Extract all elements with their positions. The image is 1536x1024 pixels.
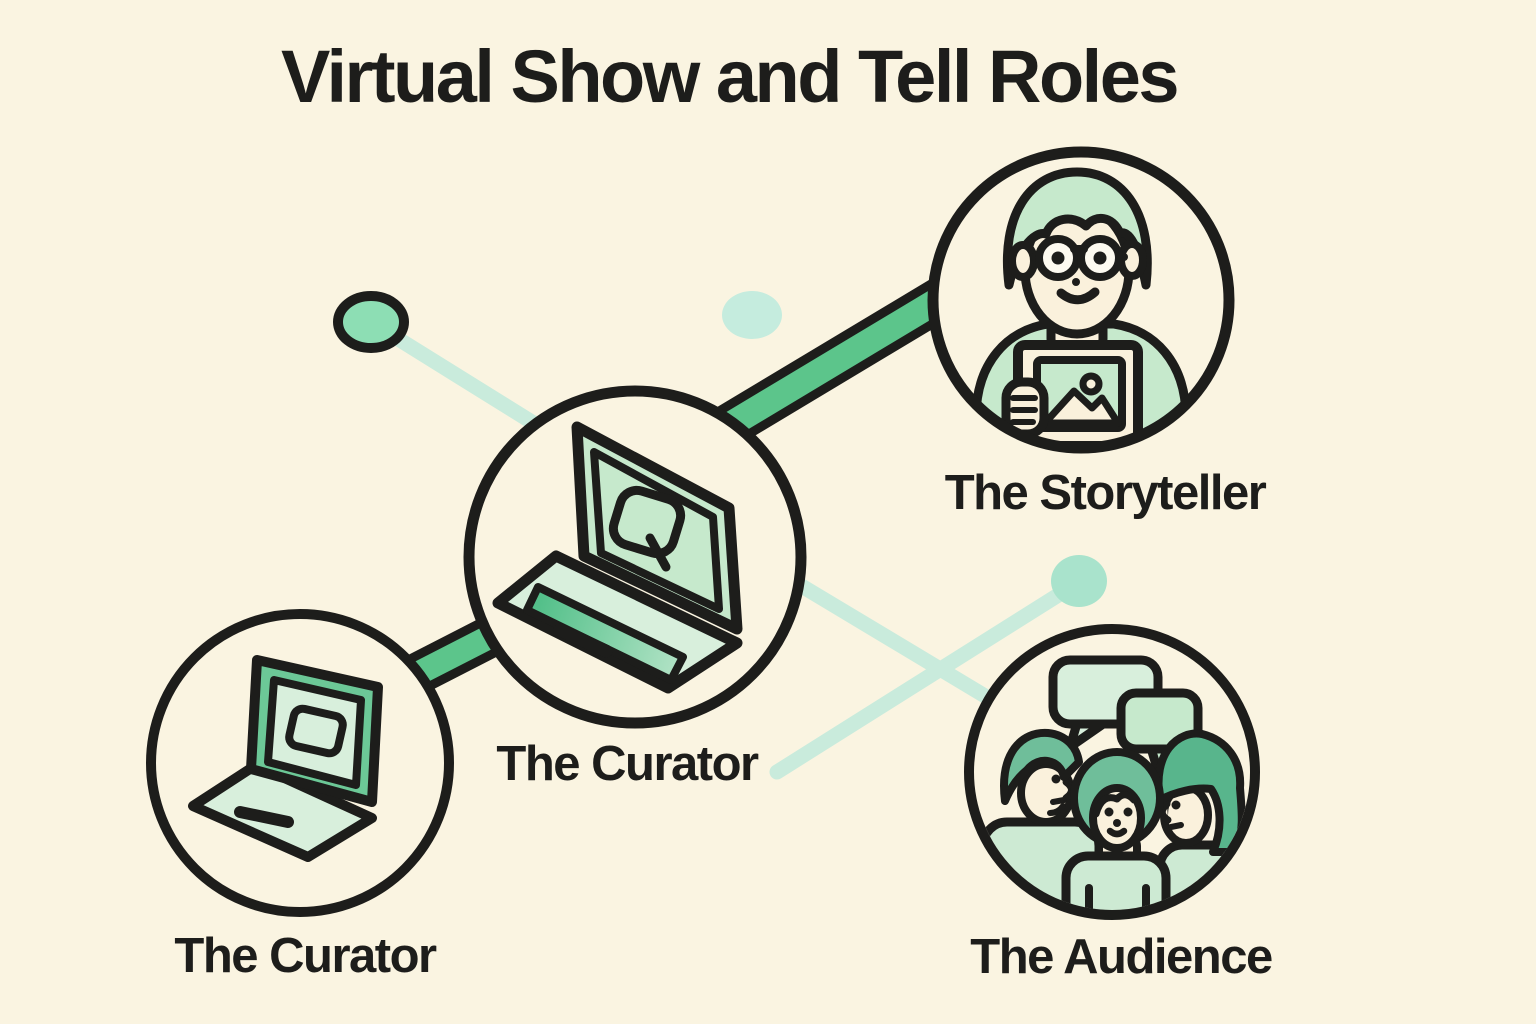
laptop2-screen-window bbox=[285, 704, 347, 758]
curator-secondary-circle-ring bbox=[146, 609, 454, 917]
audience-node bbox=[964, 624, 1260, 920]
person-holding-picture-icon bbox=[971, 167, 1191, 443]
laptop-keyboard bbox=[523, 583, 687, 684]
label-curator-secondary: The Curator bbox=[174, 929, 437, 983]
laptop2-base bbox=[188, 760, 377, 862]
storyteller-circle-ring bbox=[927, 146, 1235, 454]
glasses-icon bbox=[1030, 235, 1128, 281]
outlined-dot-icon bbox=[333, 291, 409, 353]
curator-secondary-node bbox=[146, 609, 454, 917]
laptop2-touchpad bbox=[234, 806, 294, 828]
curator-main-node bbox=[463, 385, 807, 729]
storyteller-node bbox=[927, 146, 1235, 454]
audience-circle-ring bbox=[964, 624, 1260, 920]
label-curator-main: The Curator bbox=[496, 737, 759, 791]
pale-dot-icon bbox=[722, 291, 782, 339]
screen-bubble-tail bbox=[645, 533, 671, 572]
connector-band-curator-to-storyteller bbox=[688, 262, 982, 462]
connector-pale-line-curator-to-audience bbox=[772, 565, 1013, 716]
curator-main-circle-ring bbox=[463, 385, 807, 729]
pale-dot-icon bbox=[1051, 555, 1107, 607]
label-storyteller: The Storyteller bbox=[944, 466, 1267, 520]
laptop-icon bbox=[188, 655, 383, 862]
laptop-screen-bezel bbox=[590, 448, 723, 613]
screen-bubble-icon bbox=[608, 485, 686, 559]
laptop-touchpad bbox=[553, 623, 613, 658]
sun-icon bbox=[1079, 372, 1103, 396]
nose bbox=[1072, 278, 1080, 286]
label-audience: The Audience bbox=[970, 930, 1273, 984]
open-laptop-icon bbox=[492, 421, 743, 694]
ear-icon bbox=[1008, 241, 1038, 281]
connector-pale-line-label-to-dot bbox=[769, 574, 1087, 780]
mountain-icon bbox=[1041, 387, 1122, 427]
page-title: Virtual Show and Tell Roles bbox=[280, 35, 1180, 118]
smile bbox=[1056, 287, 1100, 305]
